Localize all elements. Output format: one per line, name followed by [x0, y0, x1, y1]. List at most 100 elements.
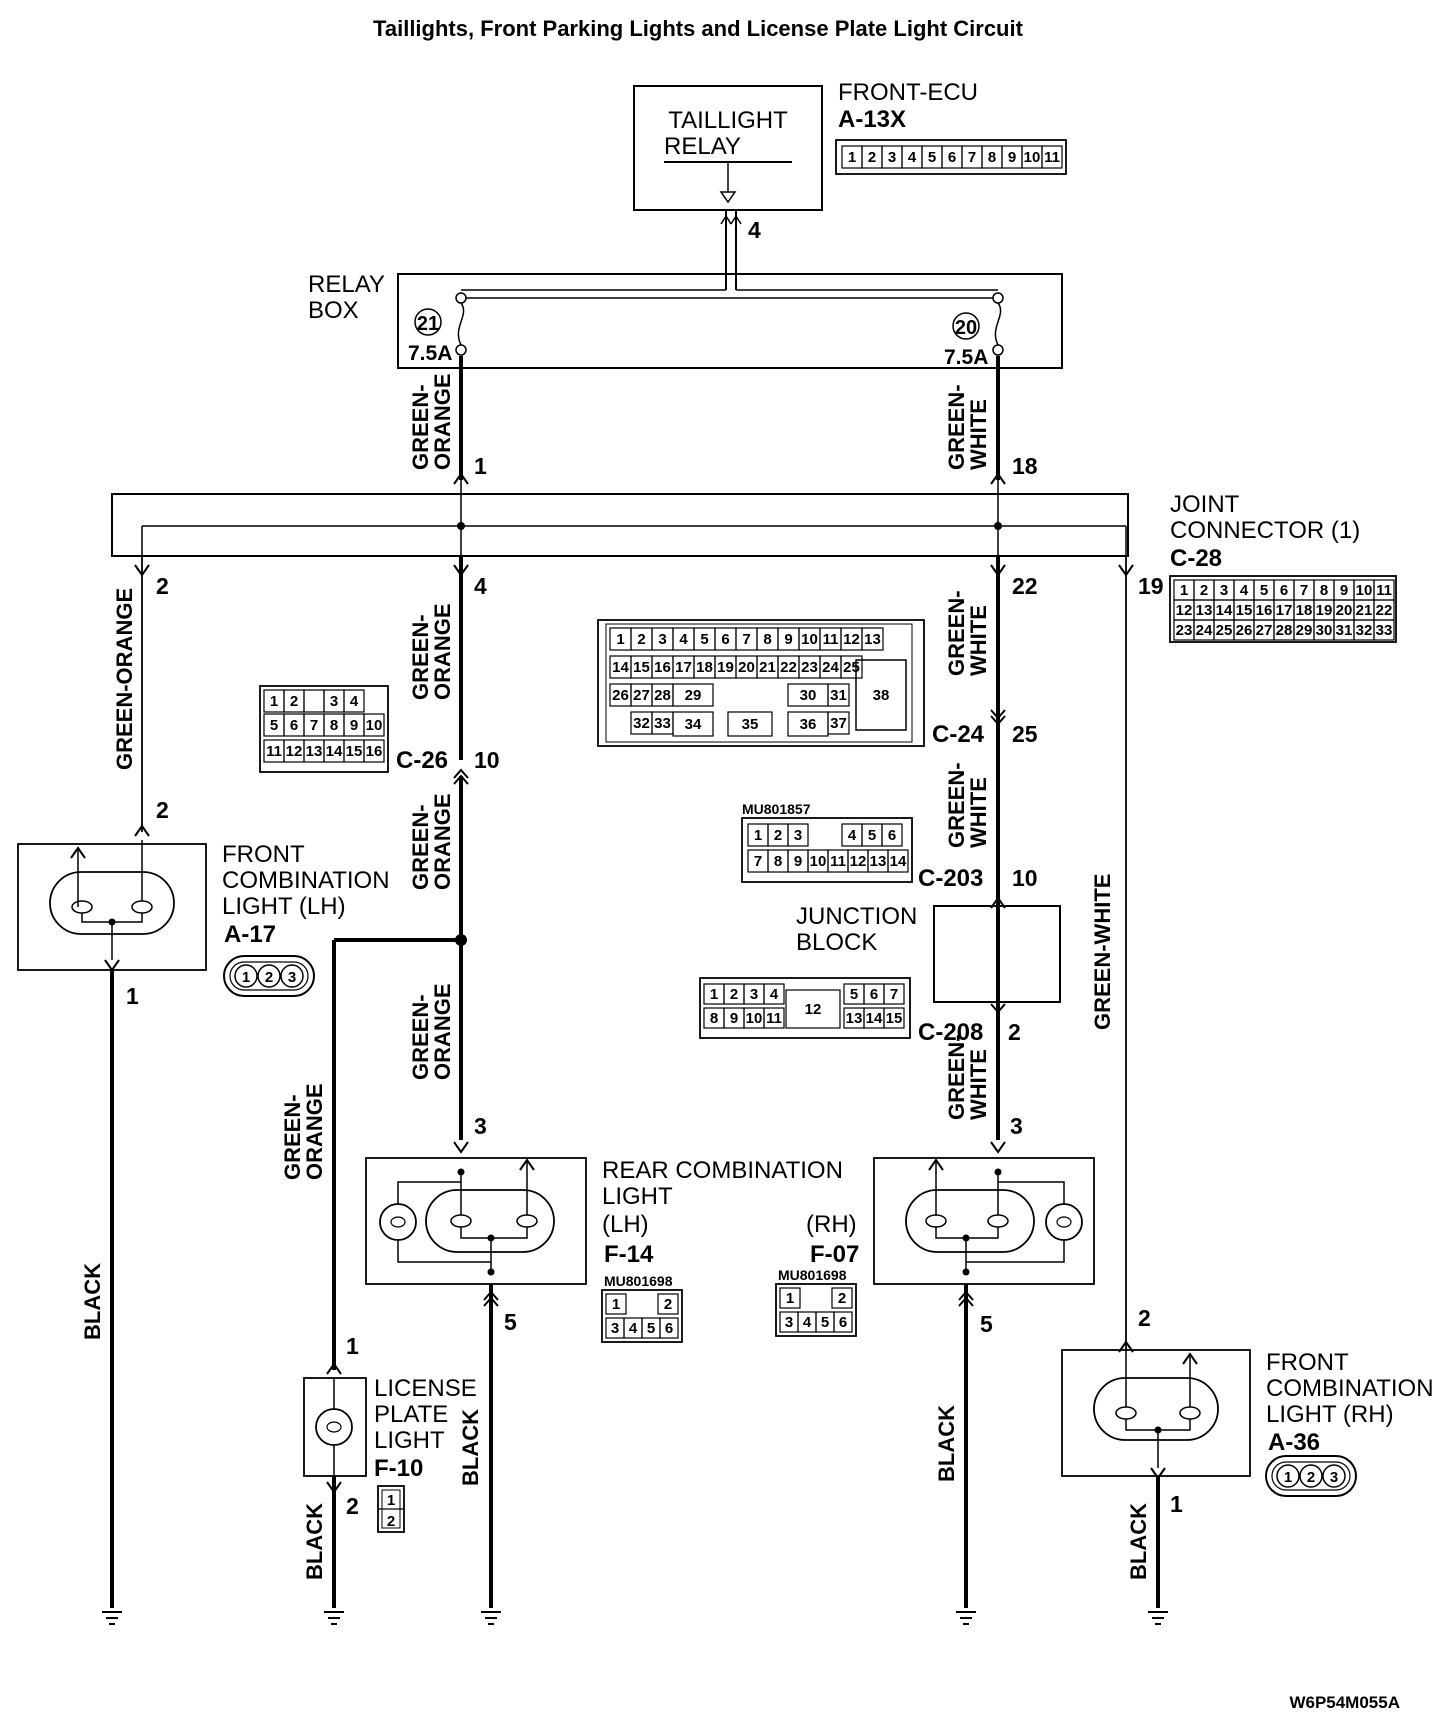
- pin-rcl-lh-in: 3: [474, 1113, 487, 1139]
- f14-pin-3: 3: [611, 1320, 619, 1337]
- fuse-20-icon: [994, 302, 1002, 346]
- c24-pin-25: 25: [843, 659, 860, 676]
- c208-pin-9: 9: [730, 1010, 738, 1027]
- taillight-relay-label-2: RELAY: [664, 133, 741, 160]
- wire-label-green-white-right: GREEN-WHITE: [1090, 874, 1115, 1030]
- rcl-lh-code: F-14: [604, 1241, 654, 1268]
- c203-pin-7: 7: [754, 853, 762, 870]
- connector-cavity: [883, 1007, 905, 1029]
- jc-pin-24: 24: [1196, 622, 1213, 639]
- connector-cavity: [763, 983, 785, 1005]
- rcl-rh-code: F-07: [810, 1241, 859, 1268]
- connector-cavity: [840, 655, 863, 679]
- jc-pin-7: 7: [1300, 582, 1308, 599]
- c208-pin-3: 3: [750, 986, 758, 1003]
- joint-connector-label-1: JOINT: [1170, 491, 1240, 518]
- jc-pin-14: 14: [1216, 602, 1233, 619]
- c26-pin-2: 2: [290, 693, 298, 710]
- c24-pin-26: 26: [612, 687, 629, 704]
- wire-label-green-orange-c26-1: GREEN-: [408, 614, 433, 700]
- c26-pin-8: 8: [330, 717, 338, 734]
- pin-right-feed: 18: [1012, 453, 1038, 479]
- jc-pin-33: 33: [1376, 622, 1393, 639]
- jc-pin-4: 4: [1240, 582, 1249, 599]
- wire-label-green-orange-feed-2: ORANGE: [430, 373, 455, 470]
- wire-label-green-orange-rcl-2: ORANGE: [430, 983, 455, 1080]
- c203-pin-13: 13: [870, 853, 887, 870]
- c24-pin-2: 2: [637, 631, 645, 648]
- connector-cavity: [881, 823, 903, 847]
- c203-pin-10: 10: [810, 853, 827, 870]
- fcl-rh-code: A-36: [1268, 1429, 1320, 1456]
- connector-cavity: [827, 711, 850, 735]
- c24-pin-20: 20: [738, 659, 755, 676]
- c208-pin-7: 7: [890, 986, 898, 1003]
- rcl-label-2: LIGHT: [602, 1183, 673, 1210]
- taillight-relay-label-1: TAILLIGHT: [668, 107, 788, 134]
- wire-label-green-orange-left: GREEN-ORANGE: [112, 588, 137, 770]
- c26-pin-4: 4: [350, 693, 359, 710]
- jc-pin-15: 15: [1236, 602, 1253, 619]
- junction-block: JUNCTION BLOCK: [796, 903, 1061, 1003]
- ecu-pin-4: 4: [908, 149, 917, 166]
- c203-pin-5: 5: [868, 827, 876, 844]
- c203-code: C-203: [918, 865, 983, 892]
- relay-box-label-1: RELAY: [308, 271, 385, 298]
- c203-pin-9: 9: [794, 853, 802, 870]
- c24-code: C-24: [932, 721, 985, 748]
- pin-fcl-rh-in: 2: [1138, 1305, 1151, 1331]
- ground-icon-2: [323, 1611, 345, 1625]
- joint-connector-label-2: CONNECTOR (1): [1170, 517, 1360, 544]
- c208-pin-4: 4: [770, 986, 779, 1003]
- ecu-pin-10: 10: [1024, 149, 1041, 166]
- c24-pin-18: 18: [696, 659, 713, 676]
- pin-jc-out-a: 2: [156, 573, 169, 599]
- wire-label-black-fcl-rh: BLACK: [1126, 1503, 1151, 1580]
- c208-pin-5: 5: [850, 986, 858, 1003]
- front-combination-light-rh: FRONT COMBINATION LIGHT (RH) A-36: [1061, 1349, 1434, 1477]
- c208-pin-8: 8: [710, 1010, 718, 1027]
- a36-pin-3: 3: [1330, 1469, 1338, 1486]
- a36-connector: 1 2 3: [1265, 1455, 1357, 1497]
- rear-combination-light-lh: REAR COMBINATION LIGHT (LH) F-14: [365, 1157, 843, 1285]
- f14-pin-6: 6: [665, 1320, 673, 1337]
- bulb-rear-rh-icon: [1045, 1203, 1083, 1241]
- c26-pin-7: 7: [310, 717, 318, 734]
- a17-pin-2: 2: [265, 969, 273, 986]
- fcl-rh-label-1: FRONT: [1266, 1349, 1349, 1376]
- c24-pin-27: 27: [633, 687, 650, 704]
- c26-pin-15: 15: [346, 743, 363, 760]
- c208-pin-10: 10: [746, 1010, 763, 1027]
- f07-pin-3: 3: [785, 1314, 793, 1331]
- bulb-rear-lh-icon: [379, 1203, 417, 1241]
- c24-pin-37: 37: [830, 715, 847, 732]
- pin-c208: 2: [1008, 1019, 1021, 1045]
- c24-pin-13: 13: [864, 631, 881, 648]
- wire-label-green-orange-mid-2: ORANGE: [430, 793, 455, 890]
- license-label-3: LIGHT: [374, 1427, 445, 1454]
- c26-pin-3: 3: [330, 693, 338, 710]
- c26-pin-12: 12: [286, 743, 303, 760]
- c24-pin-5: 5: [700, 631, 708, 648]
- c203-pin-4: 4: [848, 827, 857, 844]
- connector-cavity: [855, 659, 907, 731]
- ecu-pin-6: 6: [948, 149, 956, 166]
- pin-c203: 10: [1012, 865, 1038, 891]
- c203-pin-12: 12: [850, 853, 867, 870]
- pin-fcl-rh-gnd: 1: [1170, 1491, 1183, 1517]
- c24-pin-17: 17: [675, 659, 692, 676]
- c24-pin-19: 19: [717, 659, 734, 676]
- fcl-lh-code: A-17: [224, 921, 276, 948]
- rear-combination-light-rh: (RH) F-07: [806, 1157, 1095, 1285]
- jc-pin-20: 20: [1336, 602, 1353, 619]
- connector-cavity: [727, 711, 773, 737]
- c24-pin-15: 15: [633, 659, 650, 676]
- wire-label-black-rcl-lh: BLACK: [458, 1409, 483, 1486]
- c26-code: C-26: [396, 747, 448, 774]
- fuse-20-rating: 7.5A: [944, 346, 988, 369]
- a36-pin-2: 2: [1307, 1469, 1315, 1486]
